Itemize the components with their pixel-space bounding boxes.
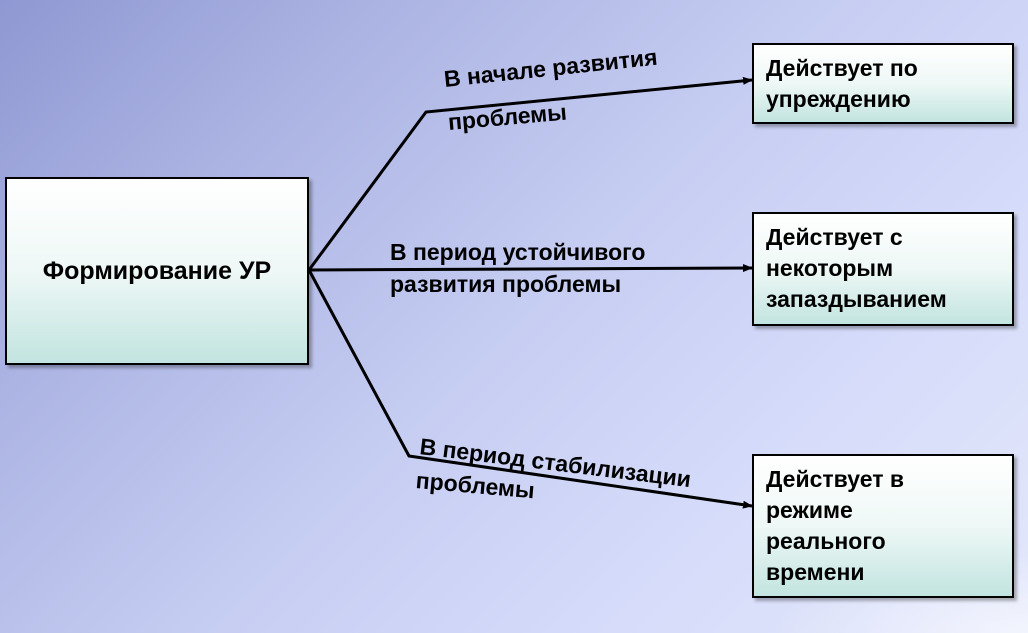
root-node: Формирование УР (5, 177, 309, 365)
connector-arrow-sustained (308, 264, 753, 273)
outcome-node-delayed: Действует с некоторым запаздыванием (752, 212, 1014, 326)
root-node-label: Формирование УР (42, 256, 272, 285)
connector-arrow-beginning (307, 76, 753, 271)
branch-label-sustained-line2: развития проблемы (390, 271, 622, 297)
outcome-node-realtime: Действует в режиме реального времени (752, 454, 1014, 598)
outcome-node-preventive: Действует по упреждению (752, 43, 1014, 124)
connector-arrow-stabilization (307, 269, 753, 509)
branch-label-sustained-line1: В период устойчивого (390, 239, 646, 265)
